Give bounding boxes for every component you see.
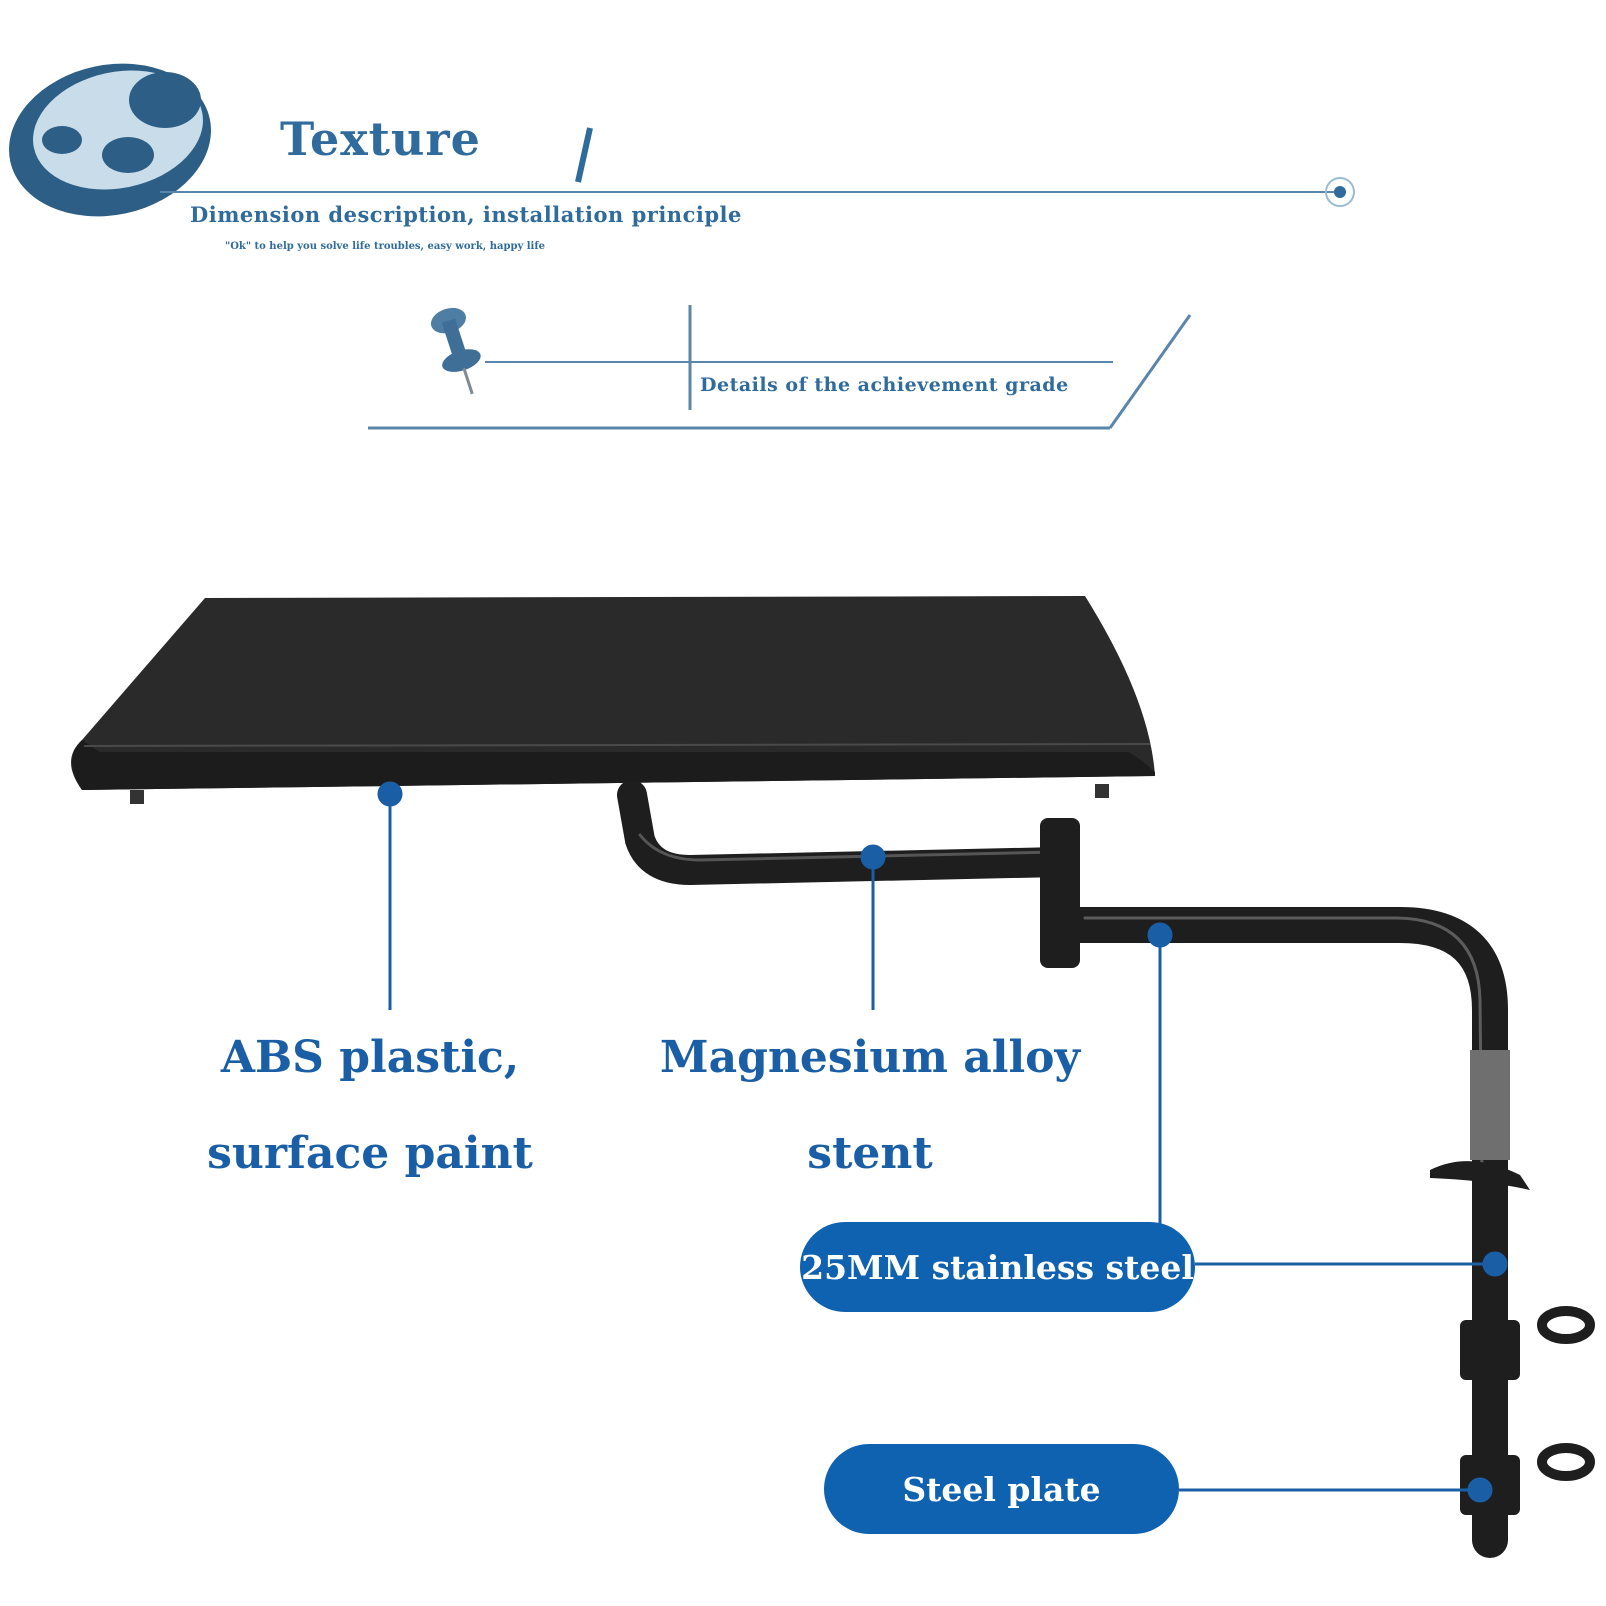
page-title: Texture (280, 112, 481, 166)
magnesium-callout-line1: Magnesium alloy (659, 1032, 1081, 1083)
section-subtitle: Dimension description, installation prin… (190, 202, 742, 227)
target-icon (1325, 177, 1355, 207)
steel-plate-badge: Steel plate (824, 1444, 1179, 1534)
support-arm (617, 780, 1595, 1558)
stainless-steel-badge: 25MM stainless steel (800, 1222, 1195, 1312)
abs-callout-line1: ABS plastic, (220, 1032, 520, 1083)
keyboard-tray (71, 596, 1155, 804)
slash-mark (575, 127, 593, 183)
pushpin-icon (430, 307, 481, 395)
magnesium-alloy-callout: Magnesium alloy stent (640, 1010, 1100, 1202)
abs-callout-line2: surface paint (207, 1128, 533, 1179)
details-label: Details of the achievement grade (700, 374, 1069, 396)
logo-mark (9, 63, 211, 217)
abs-plastic-callout: ABS plastic, surface paint (180, 1010, 560, 1202)
callout-leaders (377, 781, 1508, 1503)
tagline: "Ok" to help you solve life troubles, ea… (225, 241, 546, 252)
magnesium-callout-line2: stent (807, 1128, 933, 1179)
